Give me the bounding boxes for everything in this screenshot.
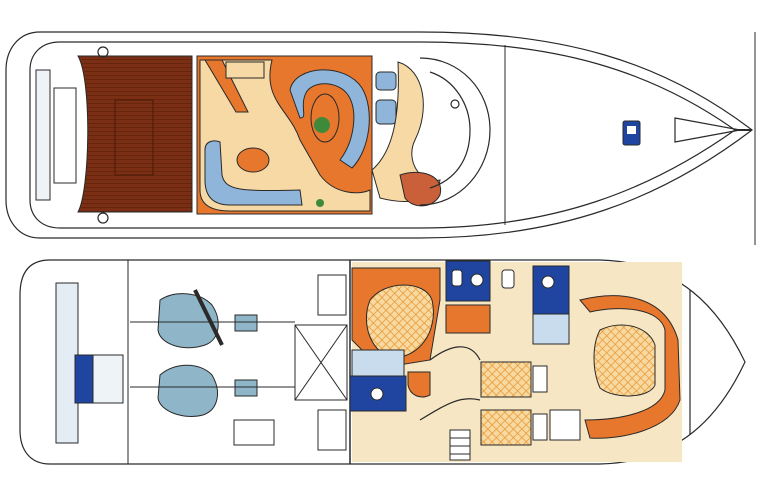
storage-locker [317,274,347,316]
galley-counter [204,59,249,113]
vip-shower [532,313,570,345]
saloon-sofa-lower [204,140,303,206]
lower-deck-plan [19,259,746,465]
main-deck-plan [5,31,756,245]
toilet-icon [451,269,463,287]
galley-appliances [225,61,265,79]
wardrobe [549,409,581,441]
vanity-counter [407,371,431,398]
aft-cockpit-sofa [53,87,77,184]
deck-cleat-icon [97,212,109,224]
toilet-icon [501,269,515,289]
main-deck-hull-outline [5,31,753,239]
corridor-wall [419,346,481,421]
helm-console [371,61,441,202]
generator [233,419,275,446]
coffee-table [236,147,270,173]
aft-swim-platform [35,69,51,201]
steering-wheel-icon [450,99,460,109]
helm-seat [375,71,397,91]
plant-icon [316,199,324,207]
sink-icon [470,273,484,287]
sink-icon [370,387,384,401]
hatch-inner [627,126,636,134]
plant-icon [314,117,330,133]
windscreen [419,57,491,206]
owner-berth [366,284,434,359]
starboard-gearbox [234,379,258,397]
companionway-stairs [399,171,442,207]
shower [445,304,491,334]
saloon-floor [199,59,371,212]
guest-head-upper [351,349,405,377]
saloon-sofa-curved [289,69,370,169]
nightstand [532,365,548,393]
teak-cockpit-deck [77,55,193,213]
vip-cabin-frame [579,295,681,439]
starboard-engine [157,364,218,417]
deck-cleat-icon [97,46,109,58]
vip-head [532,265,570,315]
windscreen-inner [429,71,471,189]
main-deck-inner-rail [29,41,737,229]
cockpit-table [114,99,154,176]
exhaust-pipe [193,289,224,346]
guest-berth-upper [480,361,532,398]
guest-berth-lower [480,409,532,446]
nightstand [532,413,548,441]
tank-cross [294,324,348,401]
anchor-pulpit [674,117,741,143]
vip-berth [593,324,656,397]
storage-locker [317,409,347,451]
crew-cabin [92,354,124,404]
sink-icon [541,275,555,289]
helm-seat [375,99,397,125]
port-gearbox [234,314,258,332]
crew-head [74,354,94,404]
companionway-stairs-lower [449,429,471,461]
